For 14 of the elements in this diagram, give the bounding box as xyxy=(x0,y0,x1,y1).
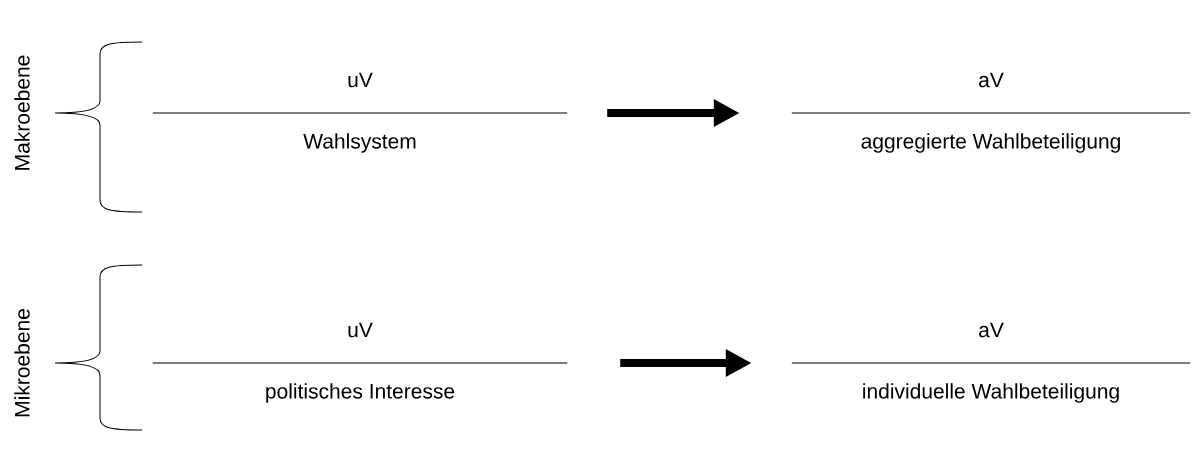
variable-box xyxy=(791,322,1191,403)
variable-label: aV xyxy=(979,72,1004,88)
variable-box xyxy=(791,72,1191,153)
variable-label: aV xyxy=(979,322,1004,338)
level-label: Makroebene xyxy=(14,55,30,170)
variable-label: individuelle Wahlbeteiligung xyxy=(863,383,1119,403)
variable-box xyxy=(152,72,568,153)
variable-label: aggregierte Wahlbeteiligung xyxy=(861,133,1120,153)
variable-label: politisches Interesse xyxy=(266,383,455,403)
variable-label: Wahlsystem xyxy=(303,133,416,153)
variable-label: uV xyxy=(348,322,373,338)
variable-label: uV xyxy=(348,72,373,88)
variable-box xyxy=(152,322,568,403)
level-label: Mikroebene xyxy=(14,309,30,417)
